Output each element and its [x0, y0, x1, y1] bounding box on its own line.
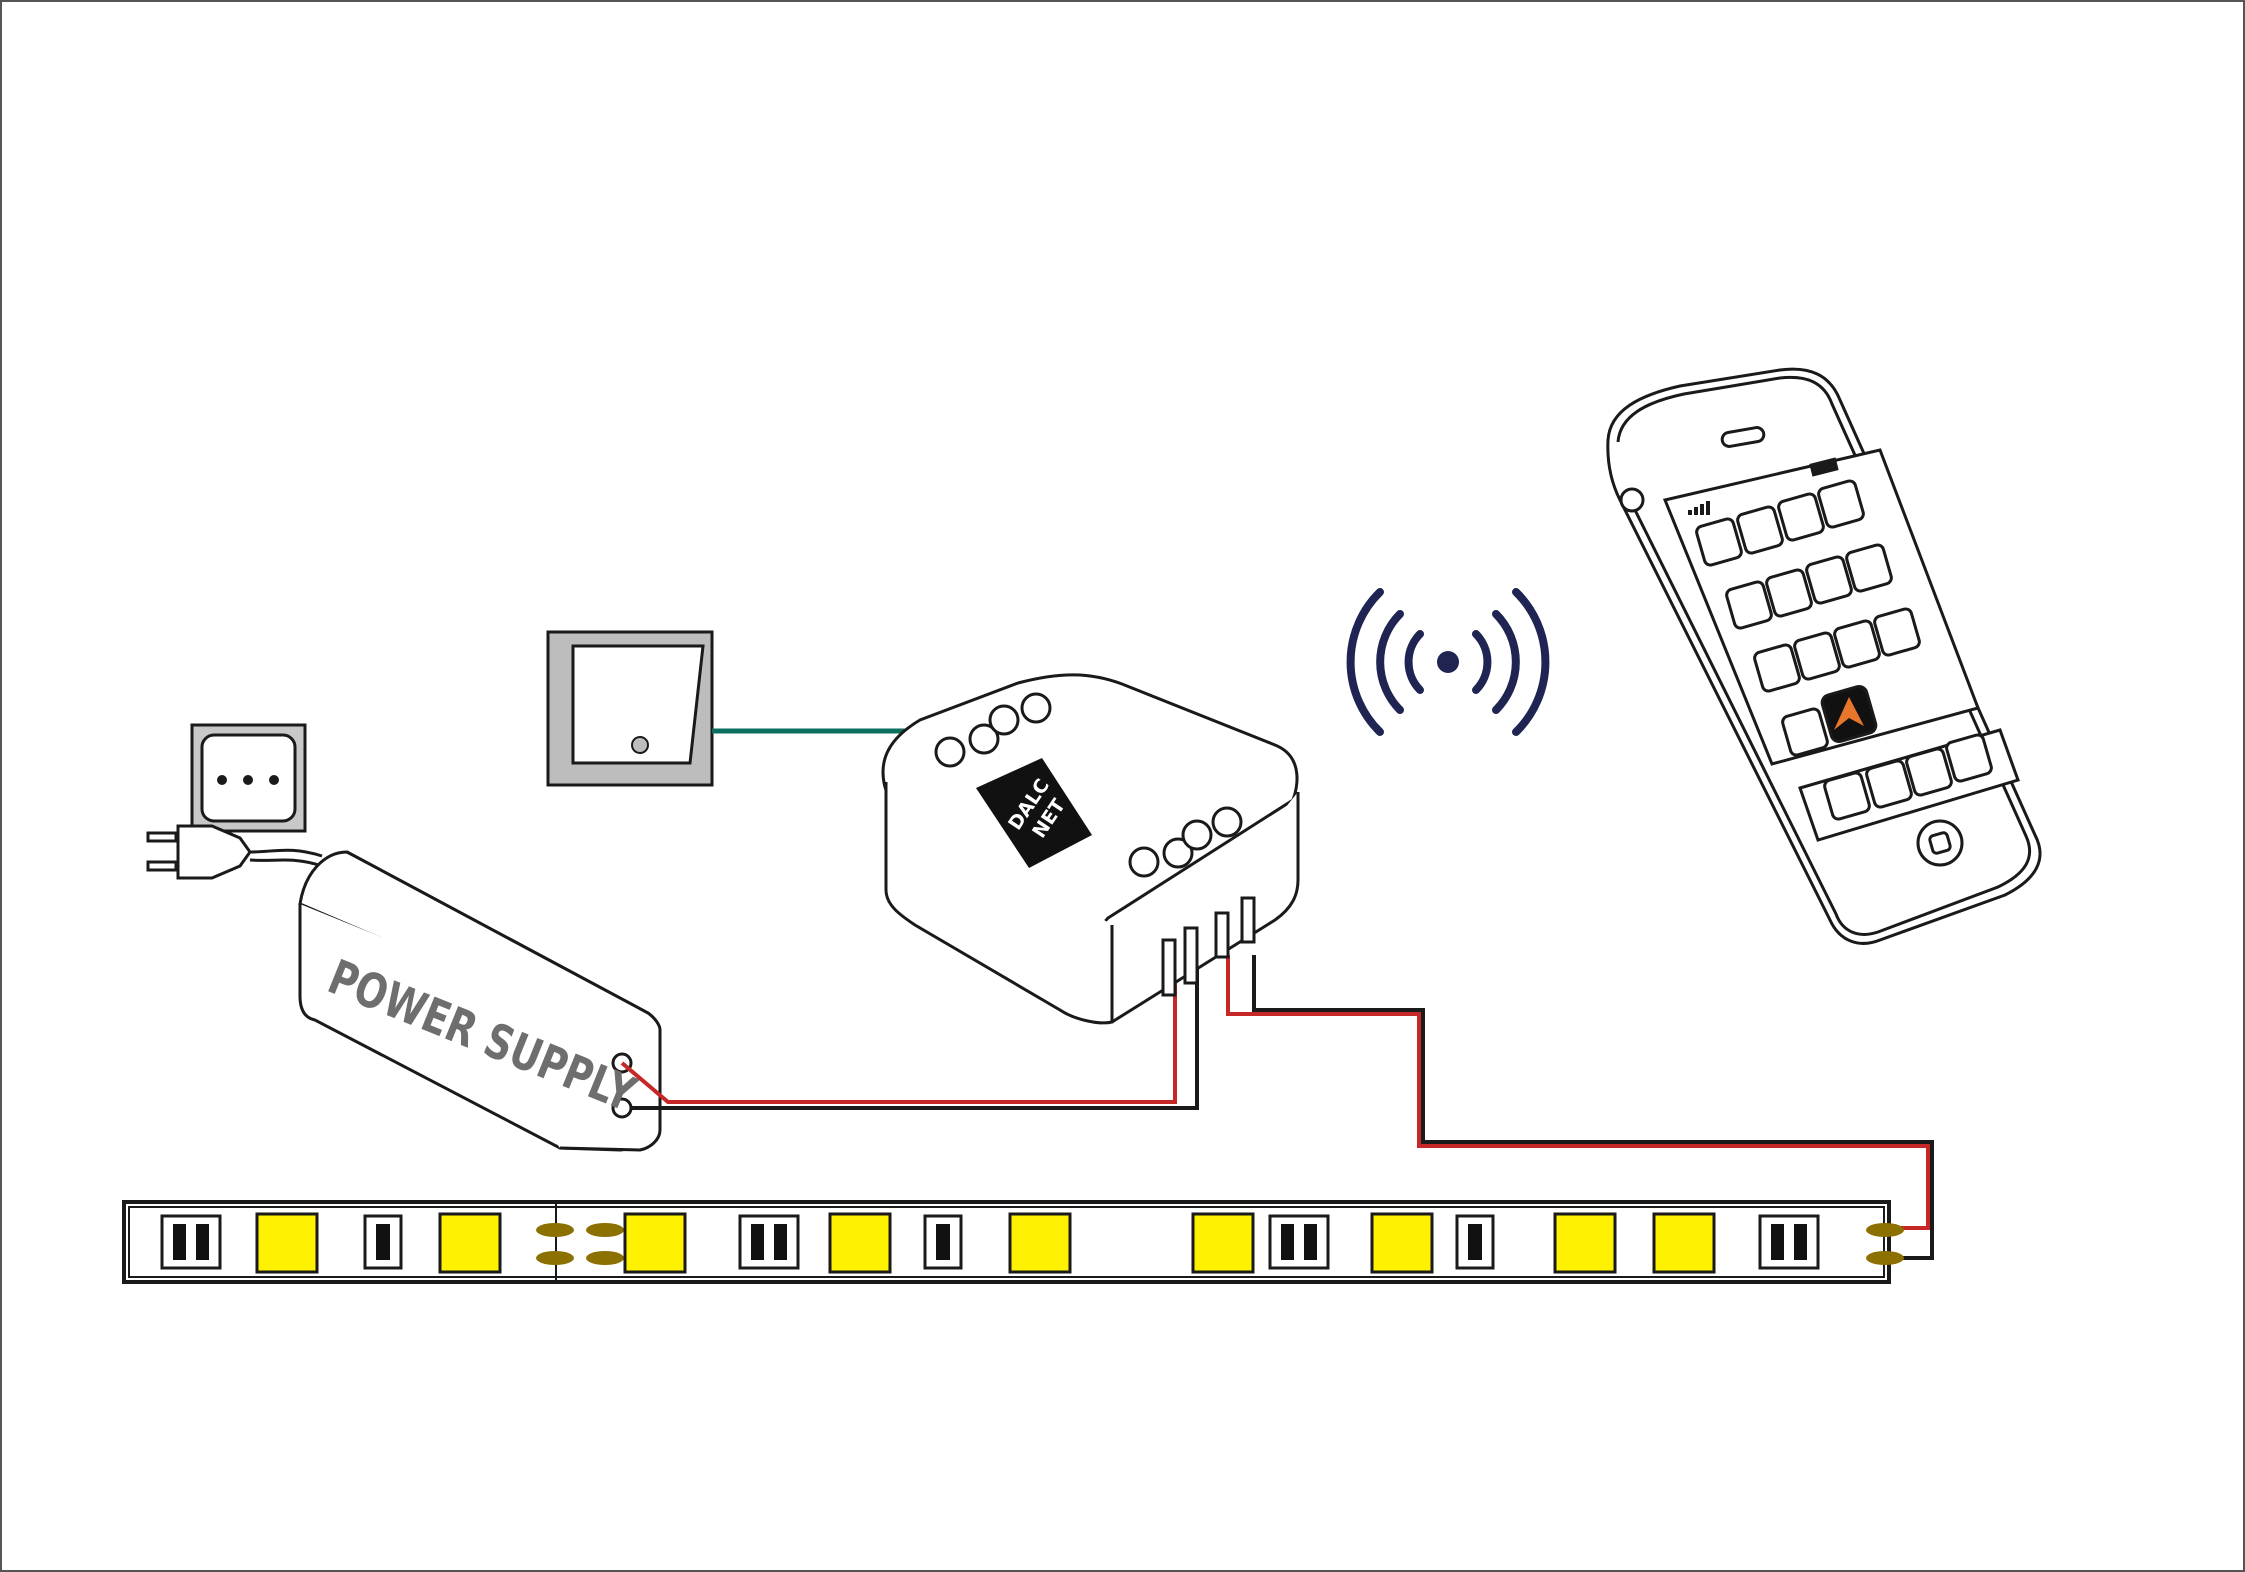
solder-pad [536, 1251, 574, 1265]
app-icon [1820, 684, 1878, 744]
resistor-pair [160, 1214, 222, 1270]
resistor-bar [1794, 1224, 1807, 1260]
led-chip [1008, 1212, 1072, 1274]
wireless-signal-icon [1346, 588, 1550, 736]
resistor-bar [1304, 1224, 1317, 1260]
wire-ps-positive [620, 953, 1177, 1104]
led-chip [1553, 1212, 1617, 1274]
resistor-bar [751, 1224, 764, 1260]
resistor-pair [738, 1214, 800, 1270]
wire-ps-negative [631, 953, 1199, 1110]
led-chip [1191, 1212, 1255, 1274]
led-chip [623, 1212, 687, 1274]
app-grid [1695, 479, 1921, 757]
wire-strip-negative [1252, 955, 1934, 1260]
wire-strip-positive [1226, 955, 1930, 1230]
power-plug [146, 824, 323, 880]
led-chip [255, 1212, 319, 1274]
resistor-bar [173, 1224, 186, 1260]
solder-pad [586, 1251, 624, 1265]
push-button-switch [546, 630, 714, 787]
resistor-bar [774, 1224, 787, 1260]
solder-pad [586, 1223, 624, 1237]
led-chip [438, 1212, 502, 1274]
solder-pad [536, 1223, 574, 1237]
resistor-bar [936, 1224, 950, 1260]
solder-pad [1866, 1223, 1904, 1237]
resistor-bar [376, 1224, 390, 1260]
smartphone [1606, 367, 2042, 945]
wall-socket [190, 723, 307, 833]
resistor-bar [1468, 1224, 1482, 1260]
resistor-pair [1268, 1214, 1330, 1270]
led-strip [122, 1200, 1904, 1284]
resistor-bar [1771, 1224, 1784, 1260]
dalcnet-controller: DALC NET [881, 673, 1300, 1025]
solder-pad [1866, 1251, 1904, 1265]
resistor-bar [1281, 1224, 1294, 1260]
led-chip [828, 1212, 892, 1274]
resistor-bar [196, 1224, 209, 1260]
led-chip [1370, 1212, 1434, 1274]
resistor-pair [1758, 1214, 1820, 1270]
led-chip [1652, 1212, 1716, 1274]
